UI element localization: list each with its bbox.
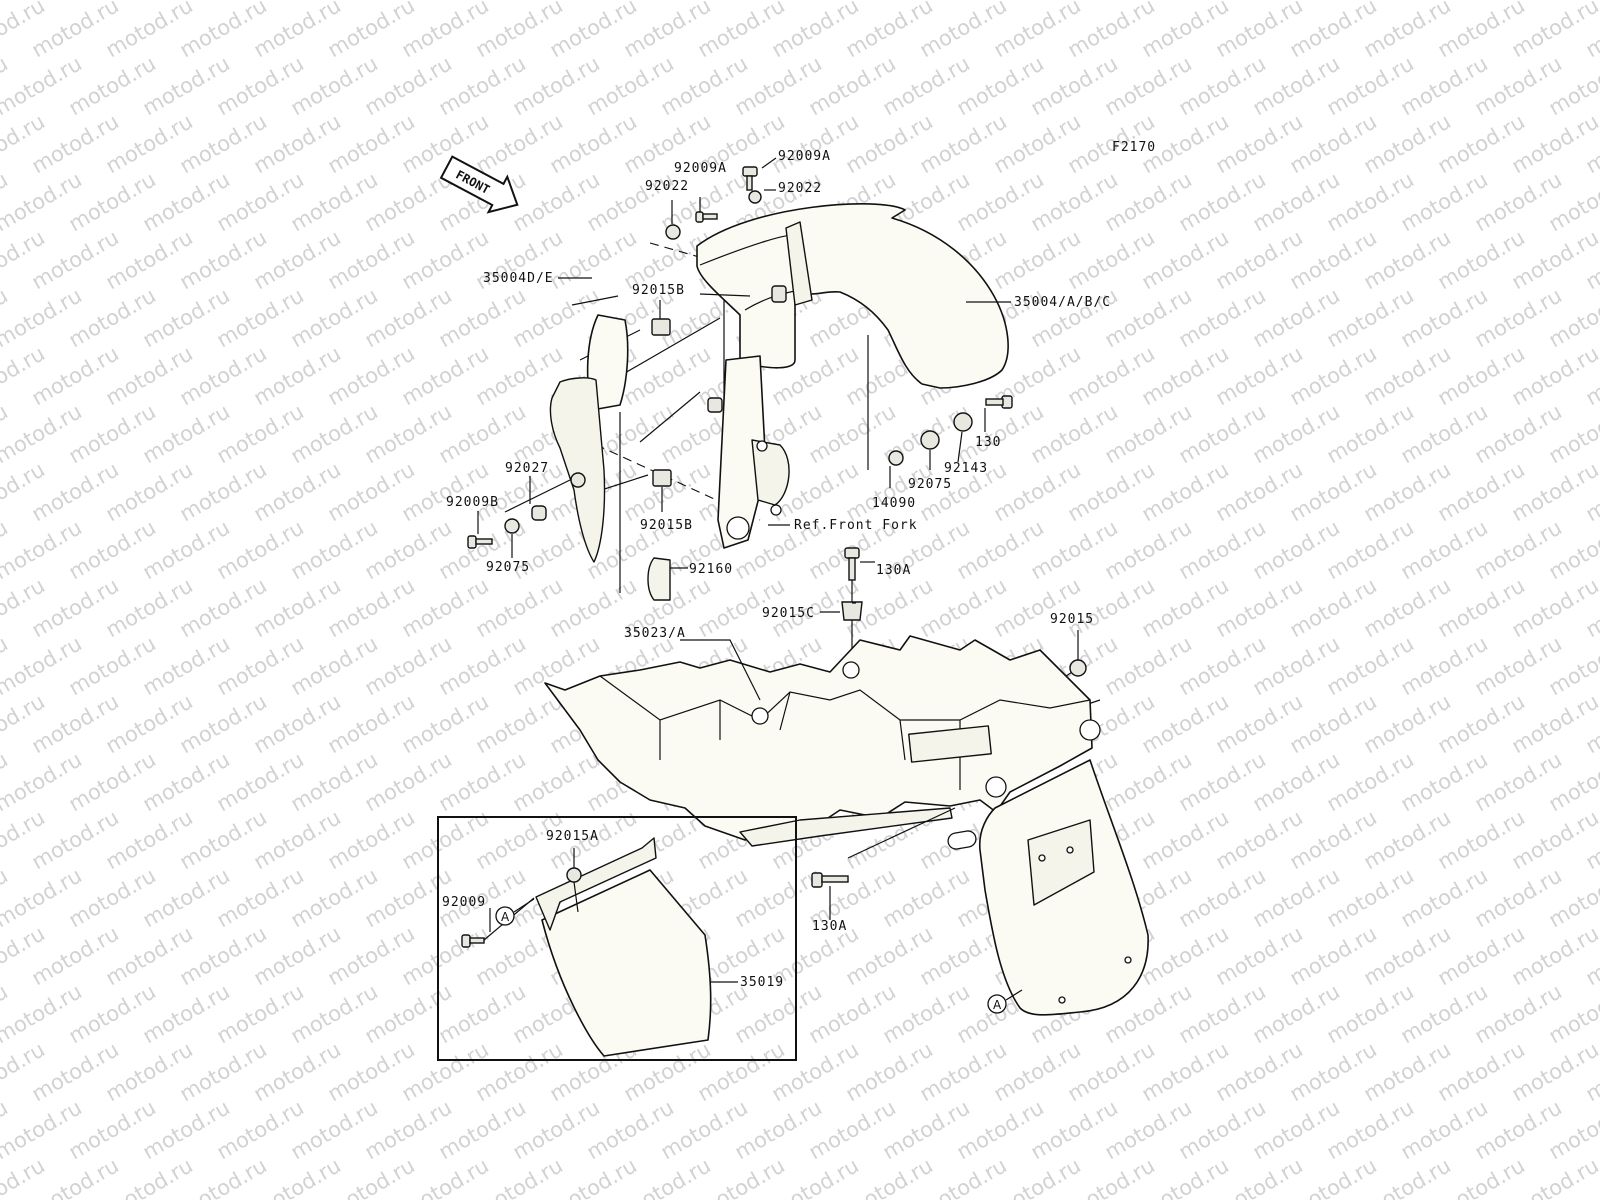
fender-mounting-stay: [739, 807, 953, 847]
part-label-92015a: 92015A: [546, 829, 599, 844]
part-label-130a-bottom: 130A: [812, 919, 847, 934]
part-label-35004abc: 35004/A/B/C: [1014, 295, 1111, 310]
part-label-92027: 92027: [505, 461, 549, 476]
leader-line: [513, 898, 1023, 1001]
figure-code: F2170: [1112, 140, 1156, 155]
callout-a-label: A: [993, 998, 1002, 1012]
assembly-line: [847, 807, 956, 859]
washer-icon: [1069, 659, 1087, 677]
part-label-92009b: 92009B: [446, 495, 499, 510]
washer-icon: [888, 450, 904, 466]
fender-edge: [599, 675, 1091, 790]
front-fender: [696, 203, 1009, 389]
fender-bolt-hole: [1038, 854, 1046, 862]
part-label-92015b-top: 92015B: [632, 283, 685, 298]
callout-a: A: [987, 994, 1007, 1014]
leader-lines: [477, 157, 1079, 983]
fender-bolt-hole: [1058, 996, 1066, 1004]
fender-bolt-hole: [1066, 846, 1074, 854]
rear-mudflap: [541, 869, 712, 1057]
washer-icon: [665, 224, 681, 240]
part-label-92160: 92160: [689, 562, 733, 577]
fender-bolt-hole: [1124, 956, 1132, 964]
fender-side-cover: [586, 314, 629, 411]
fork-axle-hole: [726, 516, 750, 540]
washer-icon: [570, 472, 586, 488]
bolt-icon: [742, 166, 758, 191]
collar-icon: [953, 412, 973, 432]
callout-a: A: [495, 906, 515, 926]
clip-nut-icon: [651, 318, 671, 336]
part-label-92009a-left: 92009A: [674, 161, 727, 176]
part-label-92143: 92143: [944, 461, 988, 476]
fork-hole: [756, 440, 768, 452]
rear-inner-fender: [544, 635, 1093, 841]
rear-fender-mount-hole: [1079, 719, 1101, 741]
collar-icon: [707, 397, 723, 413]
part-label-92015: 92015: [1050, 612, 1094, 627]
part-label-92009: 92009: [442, 895, 486, 910]
part-label-92075-right: 92075: [908, 477, 952, 492]
part-label-35023a: 35023/A: [624, 626, 686, 641]
washer-icon: [504, 518, 520, 534]
callout-a-label: A: [501, 910, 510, 924]
rear-fender-slot: [908, 725, 992, 763]
rear-fender-mount-hole: [751, 707, 769, 725]
part-label-35019: 35019: [740, 975, 784, 990]
nut-icon: [566, 867, 582, 883]
bolt-icon: [844, 547, 860, 581]
detail-inset-frame: [437, 816, 797, 1061]
part-label-130a-top: 130A: [876, 563, 911, 578]
washer-icon: [920, 430, 940, 450]
part-label-35004de: 35004D/E: [483, 271, 554, 286]
bolt-icon: [811, 872, 849, 888]
license-plate-bracket: [1027, 819, 1095, 906]
part-label-92015c: 92015C: [762, 606, 815, 621]
grommet-icon: [771, 285, 787, 303]
fork-hole: [770, 504, 782, 516]
collar-icon: [841, 601, 863, 621]
reflector-plate: [647, 557, 671, 601]
bolt-icon: [985, 395, 1013, 409]
bolt-icon: [461, 934, 485, 948]
part-label-92009a-top: 92009A: [778, 149, 831, 164]
clip-nut-icon: [652, 469, 672, 487]
washer-icon: [748, 190, 762, 204]
part-label-14090: 14090: [872, 496, 916, 511]
part-label-92022-right: 92022: [778, 181, 822, 196]
bolt-icon: [467, 535, 493, 549]
part-label-130: 130: [975, 435, 1001, 450]
fender-side-panel: [549, 377, 606, 563]
part-label-92022-left: 92022: [645, 179, 689, 194]
front-fork-caliper-mount: [751, 439, 790, 506]
collar-icon: [531, 505, 547, 521]
part-label-92015b-bottom: 92015B: [640, 518, 693, 533]
part-label-ref-front-fork: Ref.Front Fork: [794, 518, 918, 533]
fender-bracket: [785, 221, 813, 306]
part-label-92075-left: 92075: [486, 560, 530, 575]
bolt-icon: [695, 211, 718, 223]
rear-fender-mount-hole: [985, 776, 1007, 798]
assembly-line: [571, 295, 619, 306]
front-fork-leg: [717, 355, 767, 549]
rear-fender-mount-hole: [842, 661, 860, 679]
fender-hole: [947, 830, 977, 850]
watermark-text: motod.ru: [0, 0, 86, 4]
mudflap-bracket: [535, 837, 657, 931]
